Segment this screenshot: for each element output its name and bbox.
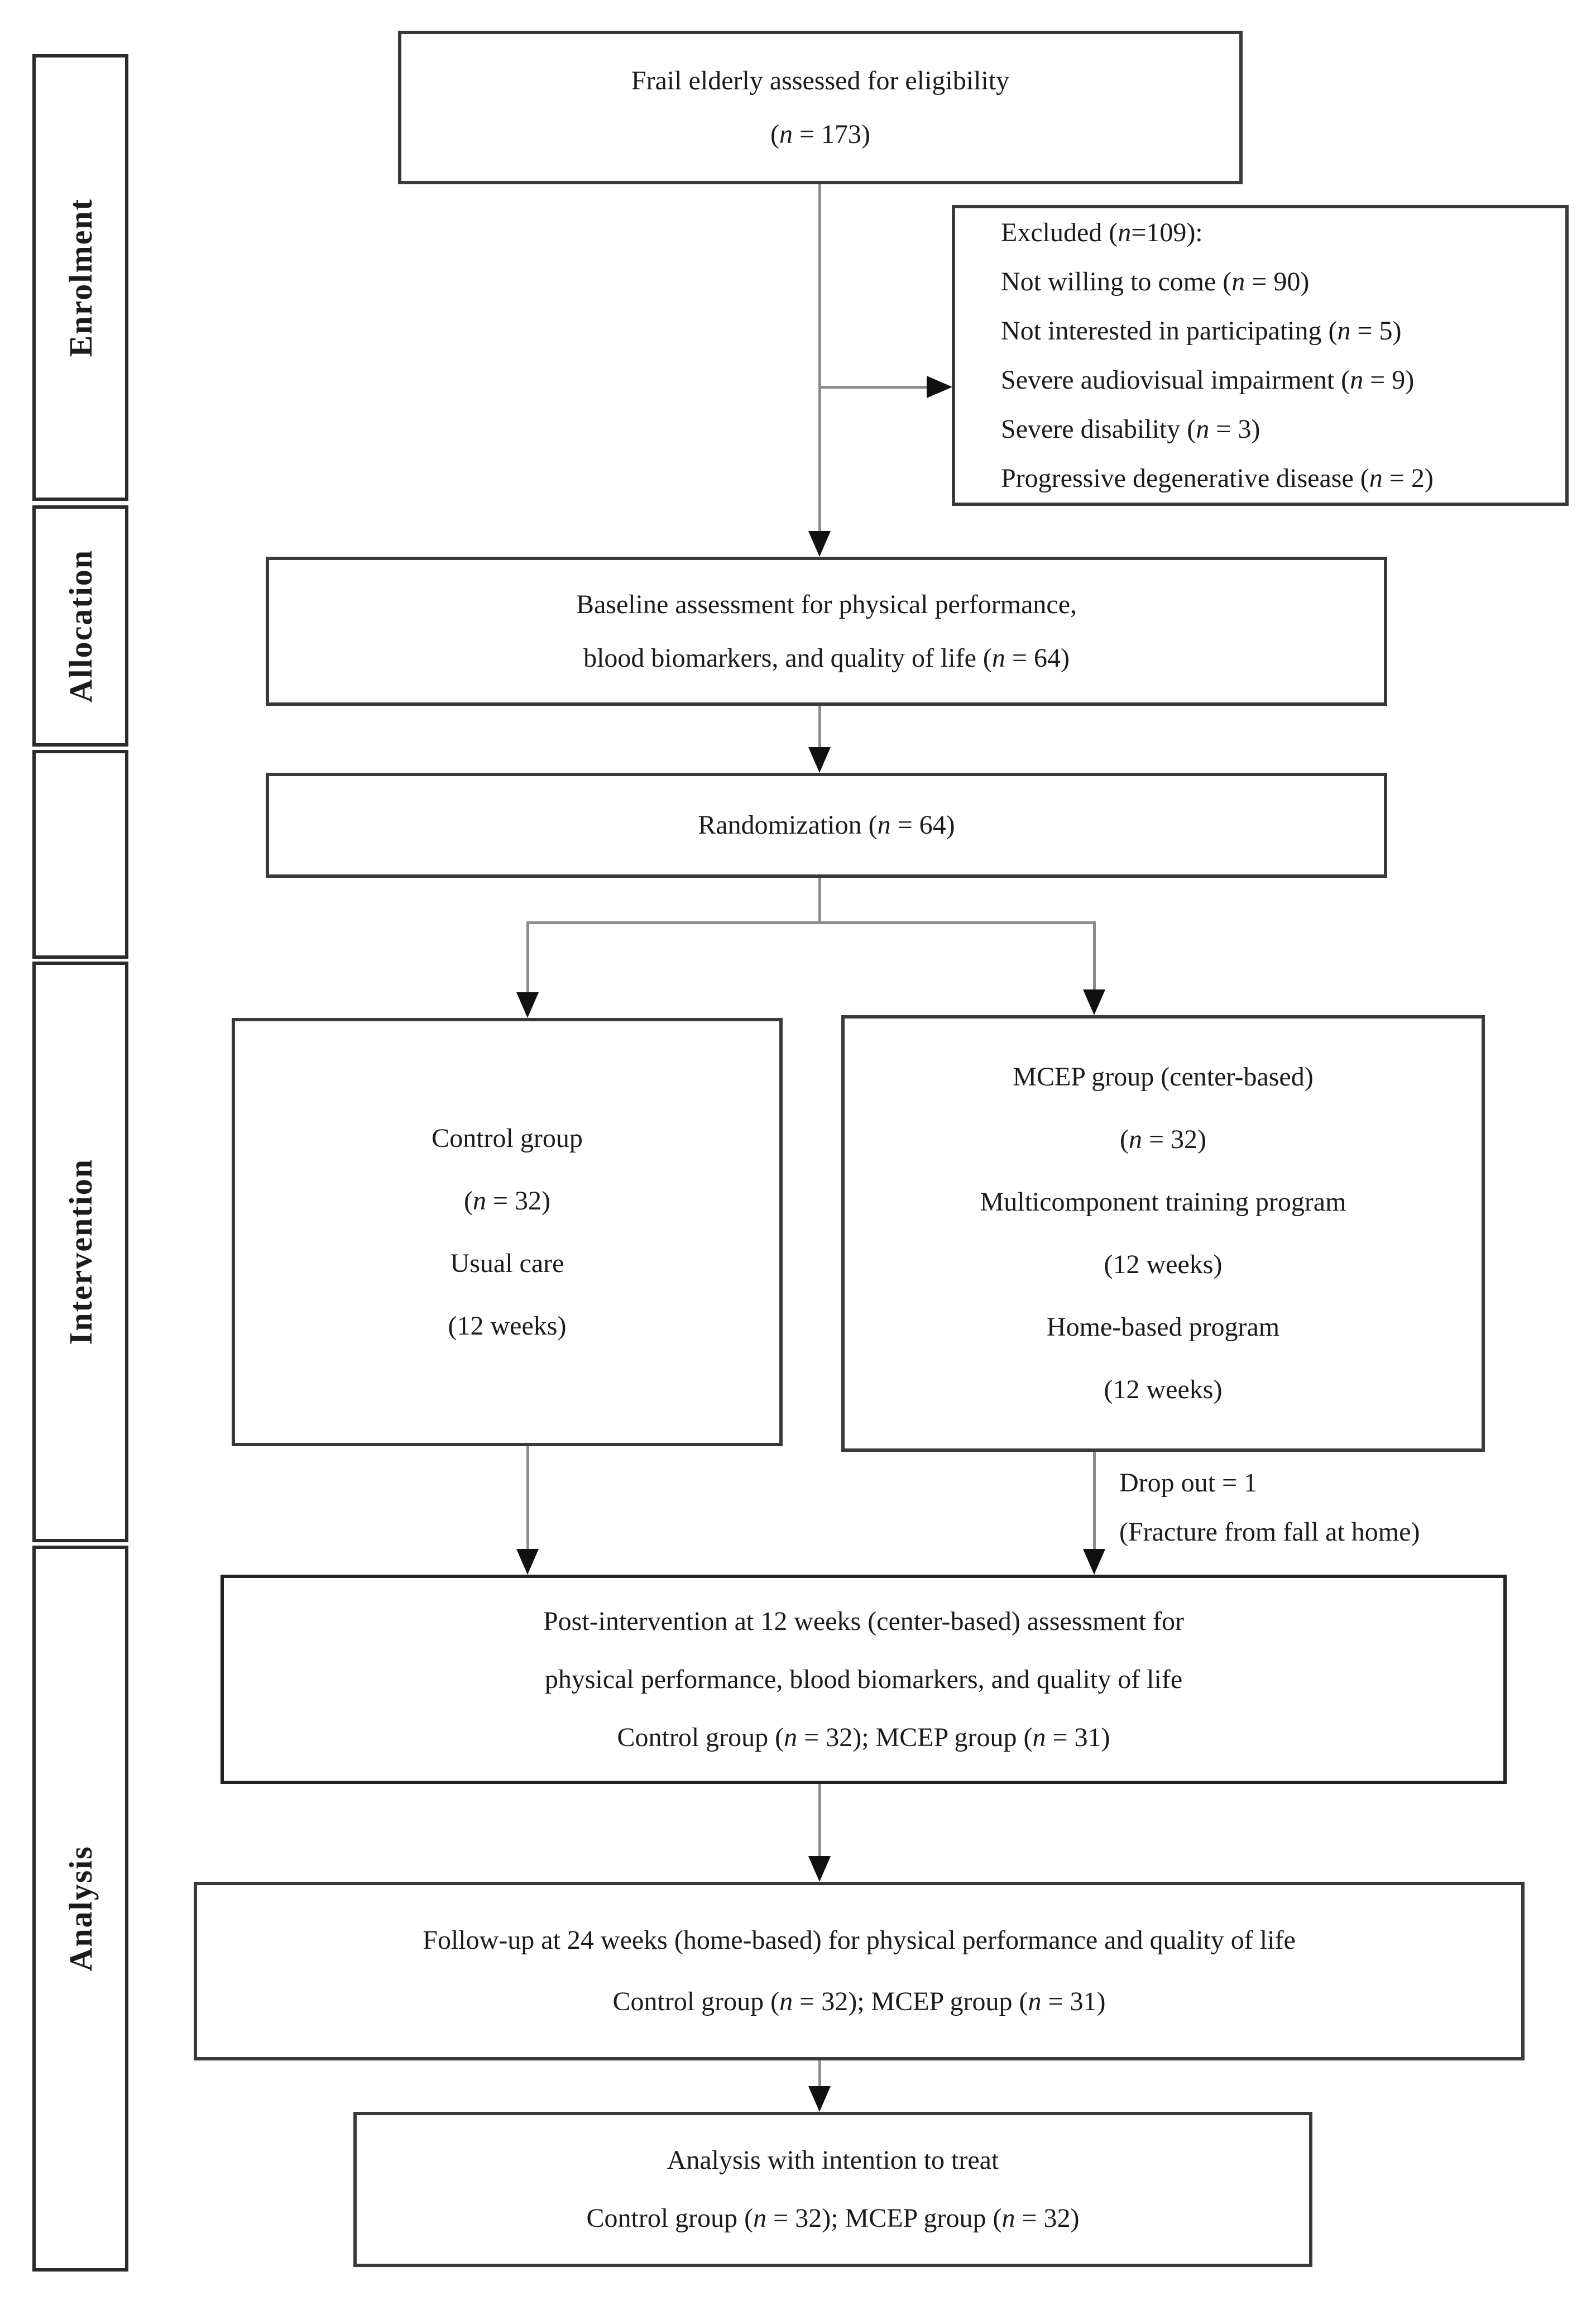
connector-followup-itt (818, 2060, 821, 2088)
sidebar-box-spacer (32, 750, 128, 959)
arrowhead-control-group (516, 992, 539, 1018)
post-intervention-line: Post-intervention at 12 weeks (center-ba… (543, 1606, 1184, 1636)
sidebar-label-analysis: Analysis (62, 1845, 99, 1972)
excluded-line: Not interested in participating (n = 5) (1001, 315, 1402, 346)
control-line: (n = 32) (463, 1185, 551, 1216)
excluded-line: Progressive degenerative disease (n = 2) (1001, 463, 1434, 493)
excluded-line: Severe disability (n = 3) (1001, 414, 1260, 444)
sidebar-box-intervention: Intervention (32, 962, 128, 1542)
eligibility-line1: Frail elderly assessed for eligibility (631, 65, 1010, 95)
arrowhead-mcep-post (1083, 1549, 1105, 1575)
arrowhead-randomization (808, 747, 831, 773)
excluded-line: Severe audiovisual impairment (n = 9) (1001, 365, 1415, 395)
sidebar-box-enrolment: Enrolment (32, 54, 128, 501)
sidebar-label-enrolment: Enrolment (62, 198, 99, 357)
sidebar-label-allocation: Allocation (62, 549, 99, 703)
mcep-line: (12 weeks) (1104, 1375, 1223, 1404)
excluded-box: Excluded (n=109): Not willing to come (n… (952, 205, 1569, 506)
itt-line: Control group (n = 32); MCEP group (n = … (586, 2203, 1080, 2233)
followup-line: Follow-up at 24 weeks (home-based) for p… (423, 1925, 1296, 1955)
connector-post-followup (818, 1784, 821, 1858)
followup-box: Follow-up at 24 weeks (home-based) for p… (194, 1882, 1525, 2060)
randomization-text: Randomization (n = 64) (698, 810, 955, 840)
itt-analysis-box: Analysis with intention to treat Control… (353, 2112, 1312, 2267)
arrowhead-itt (808, 2086, 831, 2112)
connector-baseline-randomization (818, 706, 821, 748)
randomization-box: Randomization (n = 64) (266, 773, 1387, 878)
connector-mcep-post (1093, 1452, 1096, 1550)
sidebar-label-intervention: Intervention (62, 1159, 99, 1345)
mcep-line: (12 weeks) (1104, 1250, 1223, 1279)
connector-split-left-leg (526, 921, 529, 994)
arrowhead-mcep-group (1083, 989, 1105, 1015)
eligibility-box: Frail elderly assessed for eligibility (… (398, 31, 1243, 184)
baseline-line1: Baseline assessment for physical perform… (576, 589, 1077, 619)
connector-excluded-branch (818, 386, 930, 389)
arrowhead-followup (808, 1856, 831, 1882)
excluded-line: Not willing to come (n = 90) (1001, 266, 1310, 297)
connector-split-bar (526, 921, 1096, 924)
post-intervention-box: Post-intervention at 12 weeks (center-ba… (221, 1575, 1507, 1784)
dropout-note: Drop out = 1 (Fracture from fall at home… (1119, 1459, 1420, 1557)
post-intervention-line: Control group (n = 32); MCEP group (n = … (617, 1722, 1110, 1752)
connector-eligibility-baseline (818, 184, 821, 532)
dropout-line2: (Fracture from fall at home) (1119, 1517, 1420, 1547)
connector-randomization-stem (818, 878, 821, 924)
baseline-box: Baseline assessment for physical perform… (266, 557, 1387, 706)
itt-line: Analysis with intention to treat (667, 2145, 999, 2175)
control-line: Usual care (450, 1248, 564, 1278)
arrowhead-excluded (927, 376, 952, 398)
post-intervention-line: physical performance, blood biomarkers, … (544, 1664, 1183, 1694)
followup-line: Control group (n = 32); MCEP group (n = … (612, 1987, 1106, 2016)
excluded-line: Excluded (n=109): (1001, 217, 1203, 247)
mcep-line: Home-based program (1046, 1312, 1280, 1342)
eligibility-line2: (n = 173) (770, 119, 871, 149)
control-line: Control group (432, 1123, 583, 1153)
dropout-line1: Drop out = 1 (1119, 1468, 1258, 1498)
connector-split-right-leg (1093, 921, 1096, 991)
arrowhead-baseline (808, 531, 831, 557)
sidebar-box-allocation: Allocation (32, 505, 128, 747)
sidebar-box-analysis: Analysis (32, 1546, 128, 2272)
baseline-line2: blood biomarkers, and quality of life (n… (583, 643, 1070, 673)
control-line: (12 weeks) (448, 1311, 567, 1341)
mcep-group-box: MCEP group (center-based) (n = 32) Multi… (841, 1015, 1485, 1452)
mcep-line: Multicomponent training program (980, 1187, 1346, 1217)
arrowhead-control-post (516, 1549, 539, 1575)
control-group-box: Control group (n = 32) Usual care (12 we… (232, 1018, 783, 1446)
mcep-line: MCEP group (center-based) (1013, 1062, 1314, 1092)
connector-control-post (526, 1446, 529, 1550)
mcep-line: (n = 32) (1119, 1125, 1207, 1154)
